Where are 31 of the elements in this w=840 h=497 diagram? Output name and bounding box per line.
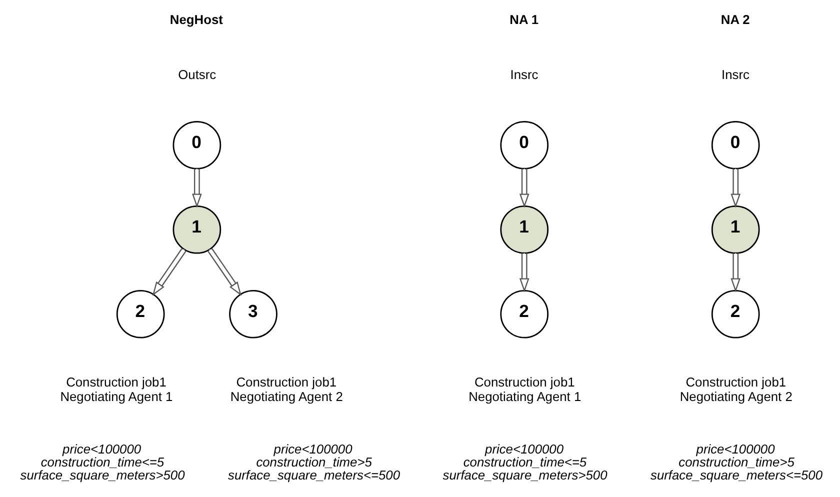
node-label: NA 1	[509, 12, 538, 27]
node-circle: 1	[172, 204, 221, 254]
node-circle: 2	[710, 289, 760, 338]
node-label: Construction job1 Negotiating Agent 1	[468, 374, 581, 404]
node-label: price<100000 construction_time<=5 surface_square_meters>500	[442, 441, 607, 482]
arrow	[518, 252, 529, 292]
node-circle: 2	[500, 289, 548, 338]
node-circle: 3	[228, 289, 277, 338]
node-label: Insrc	[721, 66, 749, 82]
node-label: Construction job1 Negotiating Agent 1	[60, 374, 172, 404]
node-circle: 0	[500, 120, 548, 169]
node-circle: 1	[710, 204, 760, 254]
node-label: price<100000 construction_time>5 surface_square_meters<=500	[650, 441, 822, 482]
node-circle: 2	[116, 289, 164, 338]
node-label: Construction job1 Negotiating Agent 2	[679, 374, 792, 404]
node-label: NegHost	[169, 12, 222, 27]
node-label: NA 2	[720, 12, 750, 27]
node-circle: 0	[172, 120, 221, 169]
node-circle: 0	[710, 120, 760, 169]
node-label: Insrc	[510, 66, 538, 82]
arrow	[152, 247, 186, 296]
node-label: price<100000 construction_time>5 surface_square_meters<=500	[228, 441, 400, 482]
arrow	[206, 247, 242, 296]
node-label: price<100000 construction_time<=5 surface_square_meters>500	[20, 441, 184, 482]
arrow	[518, 168, 529, 208]
node-label: Construction job1 Negotiating Agent 2	[230, 374, 342, 404]
node-circle: 1	[500, 204, 548, 254]
arrow	[730, 252, 740, 292]
node-label: Outsrc	[178, 66, 216, 82]
arrow	[192, 168, 202, 208]
arrow	[730, 168, 740, 208]
